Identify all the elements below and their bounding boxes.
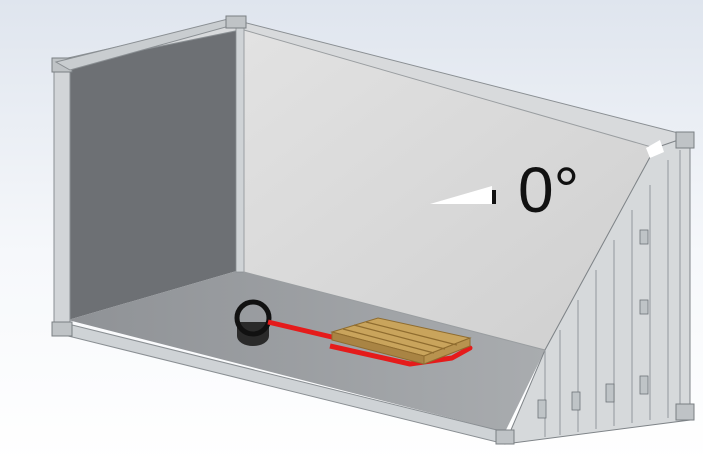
angle-pointer-tick	[492, 190, 496, 204]
angle-readout: 0°	[518, 154, 579, 226]
pallet-icon	[330, 317, 472, 365]
corner-casting-top-right	[675, 131, 695, 149]
angle-pointer-icon	[430, 186, 492, 204]
pulley-icon	[234, 299, 272, 346]
door-locking-bars	[537, 229, 649, 419]
strap	[267, 319, 473, 367]
front-left-post	[53, 61, 71, 335]
corner-casting-bottom-left	[51, 321, 73, 337]
container-floor	[68, 270, 545, 432]
back-corner-post	[235, 27, 245, 273]
end-wall-highlight	[646, 140, 664, 158]
back-wall	[68, 30, 240, 320]
corner-casting-bottom-front	[495, 429, 515, 445]
corner-casting-bottom-right	[675, 403, 695, 421]
corner-casting-top-back	[225, 15, 247, 29]
